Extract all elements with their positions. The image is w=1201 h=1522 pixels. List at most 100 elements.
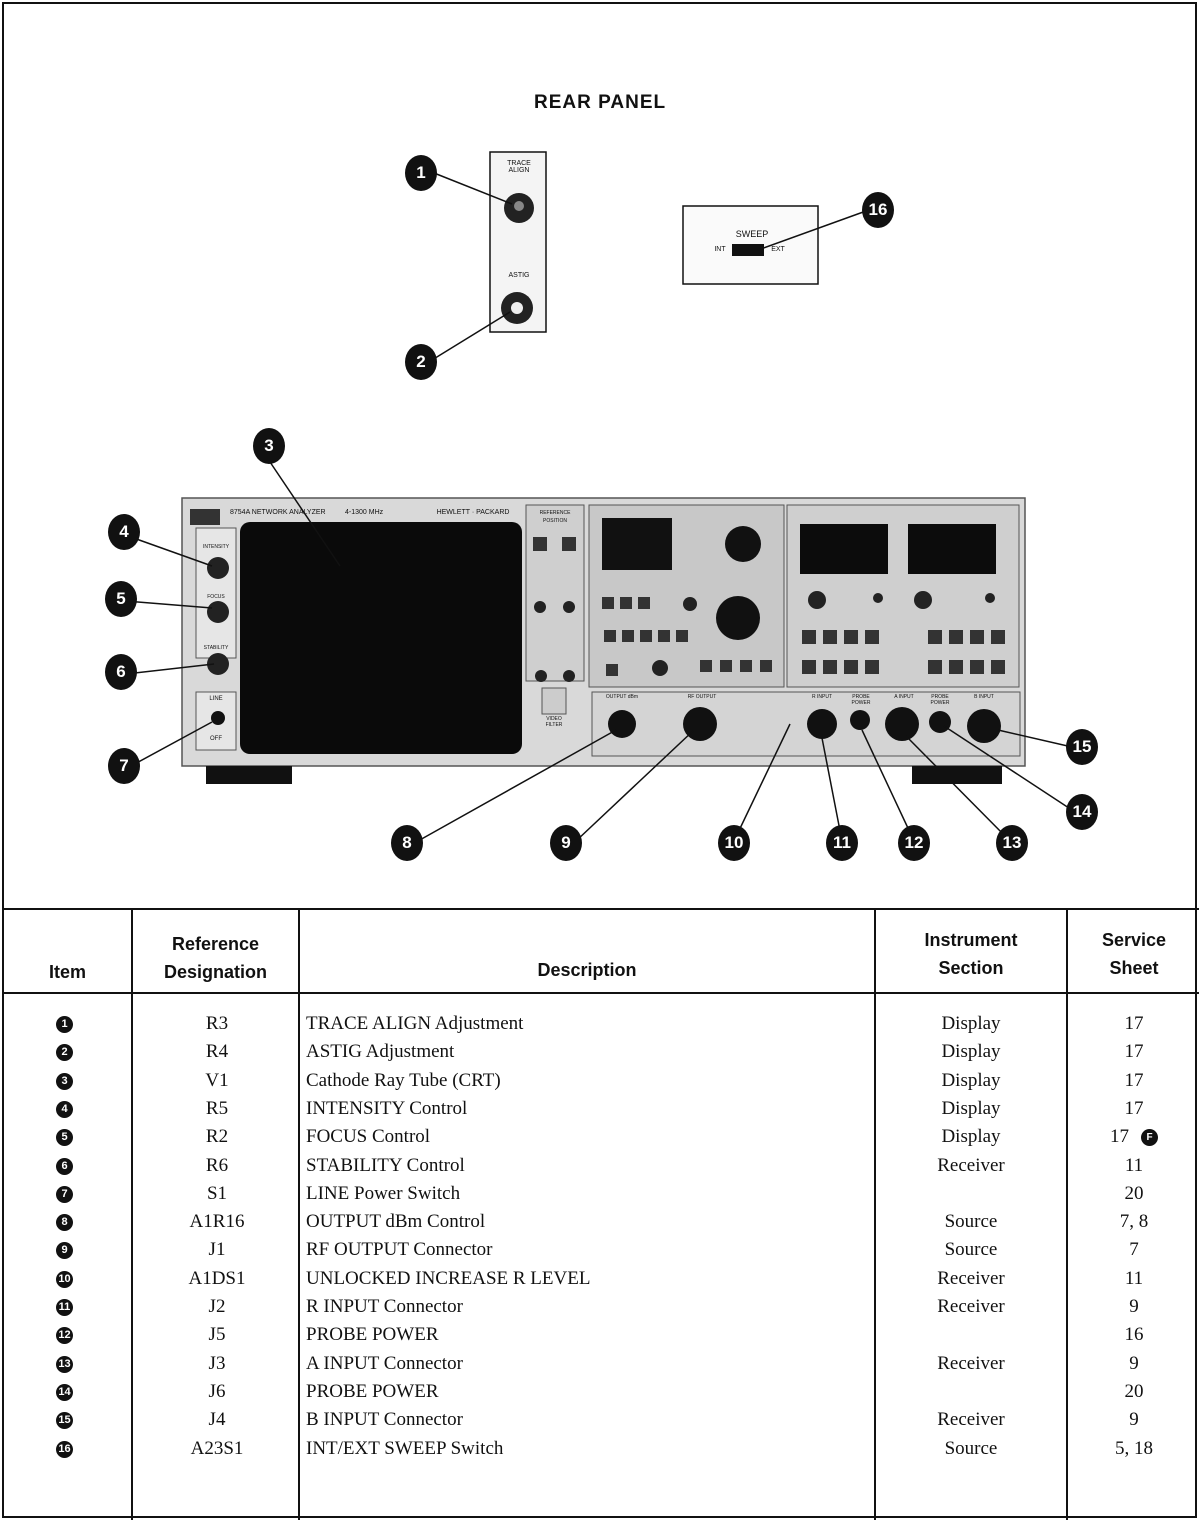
table-top-rule	[2, 908, 1199, 910]
cell-description: UNLOCKED INCREASE R LEVEL	[306, 1267, 590, 1291]
cell-service-sheet: 11	[1068, 1267, 1200, 1291]
cell-reference: R6	[134, 1154, 300, 1178]
cell-description: Cathode Ray Tube (CRT)	[306, 1069, 501, 1093]
cell-section: Receiver	[876, 1267, 1066, 1291]
cell-section: Display	[876, 1069, 1066, 1093]
service-sheet-value: 17	[1125, 1070, 1144, 1091]
label-video-filter: VIDEO FILTER	[538, 716, 570, 728]
label-stability: STABILITY	[196, 645, 236, 651]
item-number-badge: 13	[56, 1356, 73, 1373]
table-row: 1R3TRACE ALIGN AdjustmentDisplay17	[0, 1012, 1201, 1040]
label-probe-power-1: PROBE POWER	[846, 694, 876, 706]
label-model: 8754A NETWORK ANALYZER	[230, 509, 340, 516]
item-number-badge: 9	[56, 1242, 73, 1259]
callout-9: 9	[550, 825, 582, 861]
item-number-badge: 12	[56, 1327, 73, 1344]
service-sheet-value: 16	[1125, 1324, 1144, 1345]
service-sheet-value: 11	[1125, 1155, 1143, 1176]
header-sheet-line1: Service	[1068, 926, 1200, 954]
cell-service-sheet: 20	[1068, 1380, 1200, 1404]
cell-service-sheet: 17 F	[1068, 1125, 1200, 1149]
label-intensity: INTENSITY	[196, 544, 236, 550]
cell-description: STABILITY Control	[306, 1154, 465, 1178]
cell-reference: V1	[134, 1069, 300, 1093]
cell-reference: A1DS1	[134, 1267, 300, 1291]
cell-description: FOCUS Control	[306, 1125, 430, 1149]
flag-badge: F	[1141, 1129, 1158, 1146]
callout-7: 7	[108, 748, 140, 784]
table-row: 3 V1Cathode Ray Tube (CRT) Display 17	[0, 1069, 1201, 1097]
callout-1: 1	[405, 155, 437, 191]
cell-reference: A1R16	[134, 1210, 300, 1234]
cell-reference: J3	[134, 1352, 300, 1376]
cell-description: ASTIG Adjustment	[306, 1040, 454, 1064]
cell-service-sheet: 17	[1068, 1012, 1200, 1036]
label-output-dbm: OUTPUT dBm	[598, 694, 646, 700]
item-number-badge: 10	[56, 1271, 73, 1288]
cell-section: Source	[876, 1210, 1066, 1234]
callout-16: 16	[862, 192, 894, 228]
item-number-badge: 3	[56, 1073, 73, 1090]
cell-reference: A23S1	[134, 1437, 300, 1461]
cell-description: A INPUT Connector	[306, 1352, 463, 1376]
label-line: LINE	[196, 696, 236, 702]
header-reference-designation: Reference Designation	[133, 930, 298, 986]
item-number-badge: 16	[56, 1441, 73, 1458]
cell-reference: J5	[134, 1323, 300, 1347]
cell-service-sheet: 5, 18	[1068, 1437, 1200, 1461]
table-row: 6R6STABILITY ControlReceiver11	[0, 1154, 1201, 1182]
label-freq: 4-1300 MHz	[345, 509, 385, 516]
cell-description: INTENSITY Control	[306, 1097, 467, 1121]
cell-section: Receiver	[876, 1154, 1066, 1178]
callout-3: 3	[253, 428, 285, 464]
cell-description: OUTPUT dBm Control	[306, 1210, 485, 1234]
item-number-badge: 8	[56, 1214, 73, 1231]
label-a-input: A INPUT	[884, 694, 924, 700]
header-description: Description	[300, 956, 874, 984]
header-rule	[2, 992, 1199, 994]
cell-service-sheet: 17	[1068, 1040, 1200, 1064]
cell-reference: R4	[134, 1040, 300, 1064]
cell-service-sheet: 9	[1068, 1408, 1200, 1432]
cell-reference: R5	[134, 1097, 300, 1121]
cell-section: Display	[876, 1040, 1066, 1064]
cell-section: Display	[876, 1125, 1066, 1149]
cell-section: Display	[876, 1097, 1066, 1121]
service-sheet-value: 7	[1129, 1239, 1139, 1260]
cell-service-sheet: 7	[1068, 1238, 1200, 1262]
cell-reference: J4	[134, 1408, 300, 1432]
service-sheet-value: 17	[1110, 1126, 1129, 1147]
cell-service-sheet: 11	[1068, 1154, 1200, 1178]
cell-reference: R3	[134, 1012, 300, 1036]
header-service-sheet: Service Sheet	[1068, 926, 1200, 982]
header-item: Item	[4, 958, 131, 986]
callout-10: 10	[718, 825, 750, 861]
callout-12: 12	[898, 825, 930, 861]
service-sheet-value: 17	[1125, 1013, 1144, 1034]
cell-service-sheet: 17	[1068, 1097, 1200, 1121]
cell-reference: J1	[134, 1238, 300, 1262]
item-number-badge: 2	[56, 1044, 73, 1061]
service-sheet-value: 20	[1125, 1183, 1144, 1204]
label-reference: REFERENCE	[528, 510, 582, 516]
service-sheet-value: 11	[1125, 1268, 1143, 1289]
label-off: OFF	[196, 736, 236, 742]
cell-description: LINE Power Switch	[306, 1182, 460, 1206]
header-ref-line1: Reference	[133, 930, 298, 958]
header-ref-line2: Designation	[133, 958, 298, 986]
label-sweep: SWEEP	[734, 229, 770, 239]
crt-screen	[240, 522, 522, 754]
cell-description: PROBE POWER	[306, 1380, 439, 1404]
cell-description: INT/EXT SWEEP Switch	[306, 1437, 503, 1461]
cell-section: Receiver	[876, 1352, 1066, 1376]
cell-description: TRACE ALIGN Adjustment	[306, 1012, 523, 1036]
service-sheet-value: 7, 8	[1120, 1211, 1149, 1232]
callout-8: 8	[391, 825, 423, 861]
item-number-badge: 1	[56, 1016, 73, 1033]
